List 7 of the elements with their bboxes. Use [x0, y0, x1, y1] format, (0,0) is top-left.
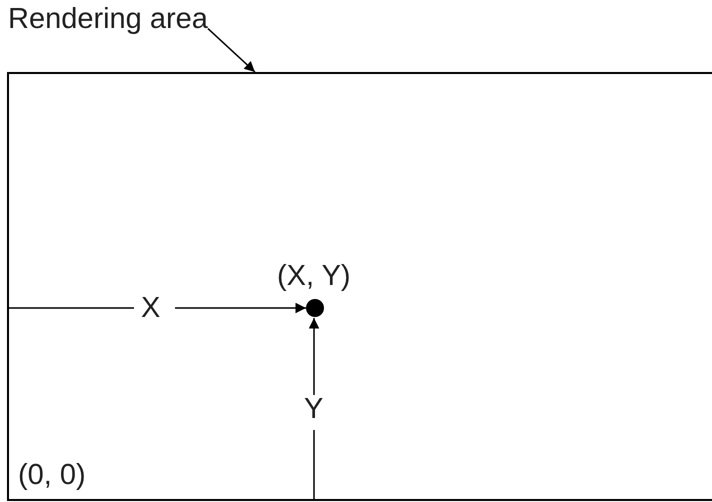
- point-dot: [306, 299, 324, 317]
- point-label: (X, Y): [277, 260, 351, 292]
- origin-label: (0, 0): [18, 459, 86, 491]
- callout-text: Rendering area: [8, 3, 208, 35]
- axis-label: Y: [304, 393, 324, 425]
- leader-line: [207, 28, 256, 73]
- axis-label: X: [141, 292, 160, 324]
